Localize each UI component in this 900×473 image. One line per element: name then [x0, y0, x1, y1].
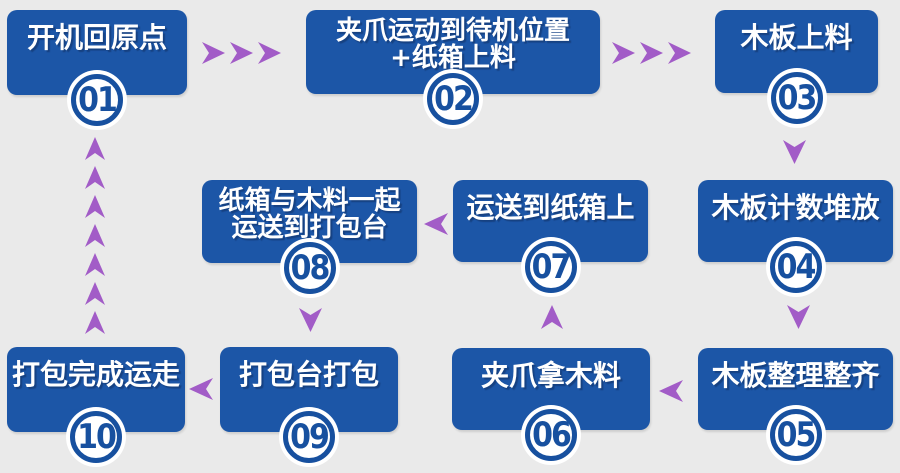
- step-label-line: +纸箱上料: [390, 43, 516, 73]
- step-label-07: 运送到纸箱上: [453, 180, 648, 223]
- arrow-up-column-10-01: [85, 137, 105, 334]
- step-number: 01: [78, 80, 118, 120]
- step-label-01: 开机回原点: [7, 10, 187, 53]
- step-number-badge-08: 08: [283, 242, 336, 294]
- step-box-06: 夹爪拿木料 06: [452, 348, 650, 461]
- arrow-down-icon: [299, 308, 322, 332]
- step-number-badge-10: 10: [70, 411, 122, 463]
- step-label-03: 木板上料: [715, 10, 878, 53]
- step-number: 02: [434, 79, 474, 119]
- step-number-badge-03: 03: [770, 72, 823, 124]
- step-label-06: 夹爪拿木料: [452, 348, 650, 391]
- arrow-left-icon: [424, 213, 448, 235]
- step-label-10: 打包完成运走: [7, 347, 185, 390]
- step-number: 06: [532, 415, 572, 455]
- arrow-up-icon: [85, 253, 105, 276]
- step-number: 07: [531, 247, 572, 287]
- arrow-right-icon: [612, 42, 635, 64]
- arrow-right-icon: [258, 42, 281, 64]
- step-label-line: 运送到打包台: [231, 213, 388, 243]
- step-box-09: 打包台打包 09: [220, 347, 398, 463]
- arrow-up-icon: [85, 311, 105, 334]
- arrow-down-icon: [783, 140, 806, 164]
- step-label-line: 木板整理整齐: [711, 359, 880, 392]
- step-label-line: 纸箱与木料一起: [218, 186, 401, 216]
- step-number: 09: [290, 417, 330, 457]
- arrow-up-icon: [541, 305, 563, 329]
- arrow-down-icon: [787, 305, 810, 329]
- step-box-03: 木板上料 03: [715, 10, 878, 124]
- step-label-02: 夹爪运动到待机位置 +纸箱上料: [306, 10, 600, 72]
- arrow-up-06-07: [541, 305, 563, 329]
- step-label-line: 夹爪拿木料: [480, 359, 621, 392]
- arrow-up-icon: [85, 195, 105, 218]
- arrow-down-08-09: [299, 308, 322, 332]
- step-label-04: 木板计数堆放: [698, 180, 893, 223]
- step-box-02: 夹爪运动到待机位置 +纸箱上料 02: [306, 10, 600, 125]
- step-number-badge-04: 04: [769, 241, 822, 293]
- step-number: 04: [776, 247, 817, 287]
- step-label-line: 木板计数堆放: [711, 191, 880, 224]
- step-box-10: 打包完成运走 10: [7, 347, 185, 463]
- step-label-line: 运送到纸箱上: [466, 191, 635, 224]
- arrow-down-03-04: [783, 140, 806, 164]
- step-label-line: 打包台打包: [238, 358, 379, 391]
- step-number-badge-07: 07: [524, 241, 577, 293]
- step-number-badge-09: 09: [283, 411, 335, 463]
- arrow-up-icon: [85, 166, 105, 189]
- arrow-right-icon: [202, 42, 225, 64]
- step-label-05: 木板整理整齐: [698, 348, 893, 391]
- arrow-down-04-05: [787, 305, 810, 329]
- arrow-right-triple-01-02: [202, 42, 281, 64]
- arrow-up-icon: [85, 137, 105, 160]
- arrow-right-icon: [640, 42, 663, 64]
- step-box-08: 纸箱与木料一起 运送到打包台 08: [202, 180, 417, 294]
- step-label-08: 纸箱与木料一起 运送到打包台: [202, 180, 417, 242]
- arrow-left-09-10: [189, 378, 213, 400]
- step-label-line: 开机回原点: [26, 21, 167, 54]
- arrow-up-icon: [85, 282, 105, 305]
- step-box-05: 木板整理整齐 05: [698, 348, 893, 461]
- arrow-left-05-06: [659, 380, 683, 402]
- arrow-right-icon: [230, 42, 253, 64]
- step-box-04: 木板计数堆放 04: [698, 180, 893, 293]
- step-box-07: 运送到纸箱上 07: [453, 180, 648, 293]
- arrow-up-icon: [85, 224, 105, 247]
- step-number: 10: [77, 417, 117, 457]
- step-label-line: 木板上料: [740, 21, 853, 54]
- step-number: 08: [290, 248, 331, 288]
- step-number-badge-01: 01: [71, 74, 123, 126]
- arrow-left-icon: [189, 378, 213, 400]
- arrow-left-07-08: [424, 213, 448, 235]
- step-number: 05: [776, 415, 817, 455]
- step-label-line: 打包完成运走: [11, 358, 180, 391]
- step-number-badge-06: 06: [525, 409, 577, 461]
- arrow-left-icon: [659, 380, 683, 402]
- step-number-badge-05: 05: [769, 409, 822, 461]
- step-box-01: 开机回原点 01: [7, 10, 187, 126]
- arrow-right-triple-02-03: [612, 42, 691, 64]
- step-label-09: 打包台打包: [220, 347, 398, 390]
- step-number-badge-02: 02: [427, 73, 479, 125]
- arrow-right-icon: [668, 42, 691, 64]
- step-label-line: 夹爪运动到待机位置: [335, 16, 570, 46]
- step-number: 03: [777, 78, 818, 118]
